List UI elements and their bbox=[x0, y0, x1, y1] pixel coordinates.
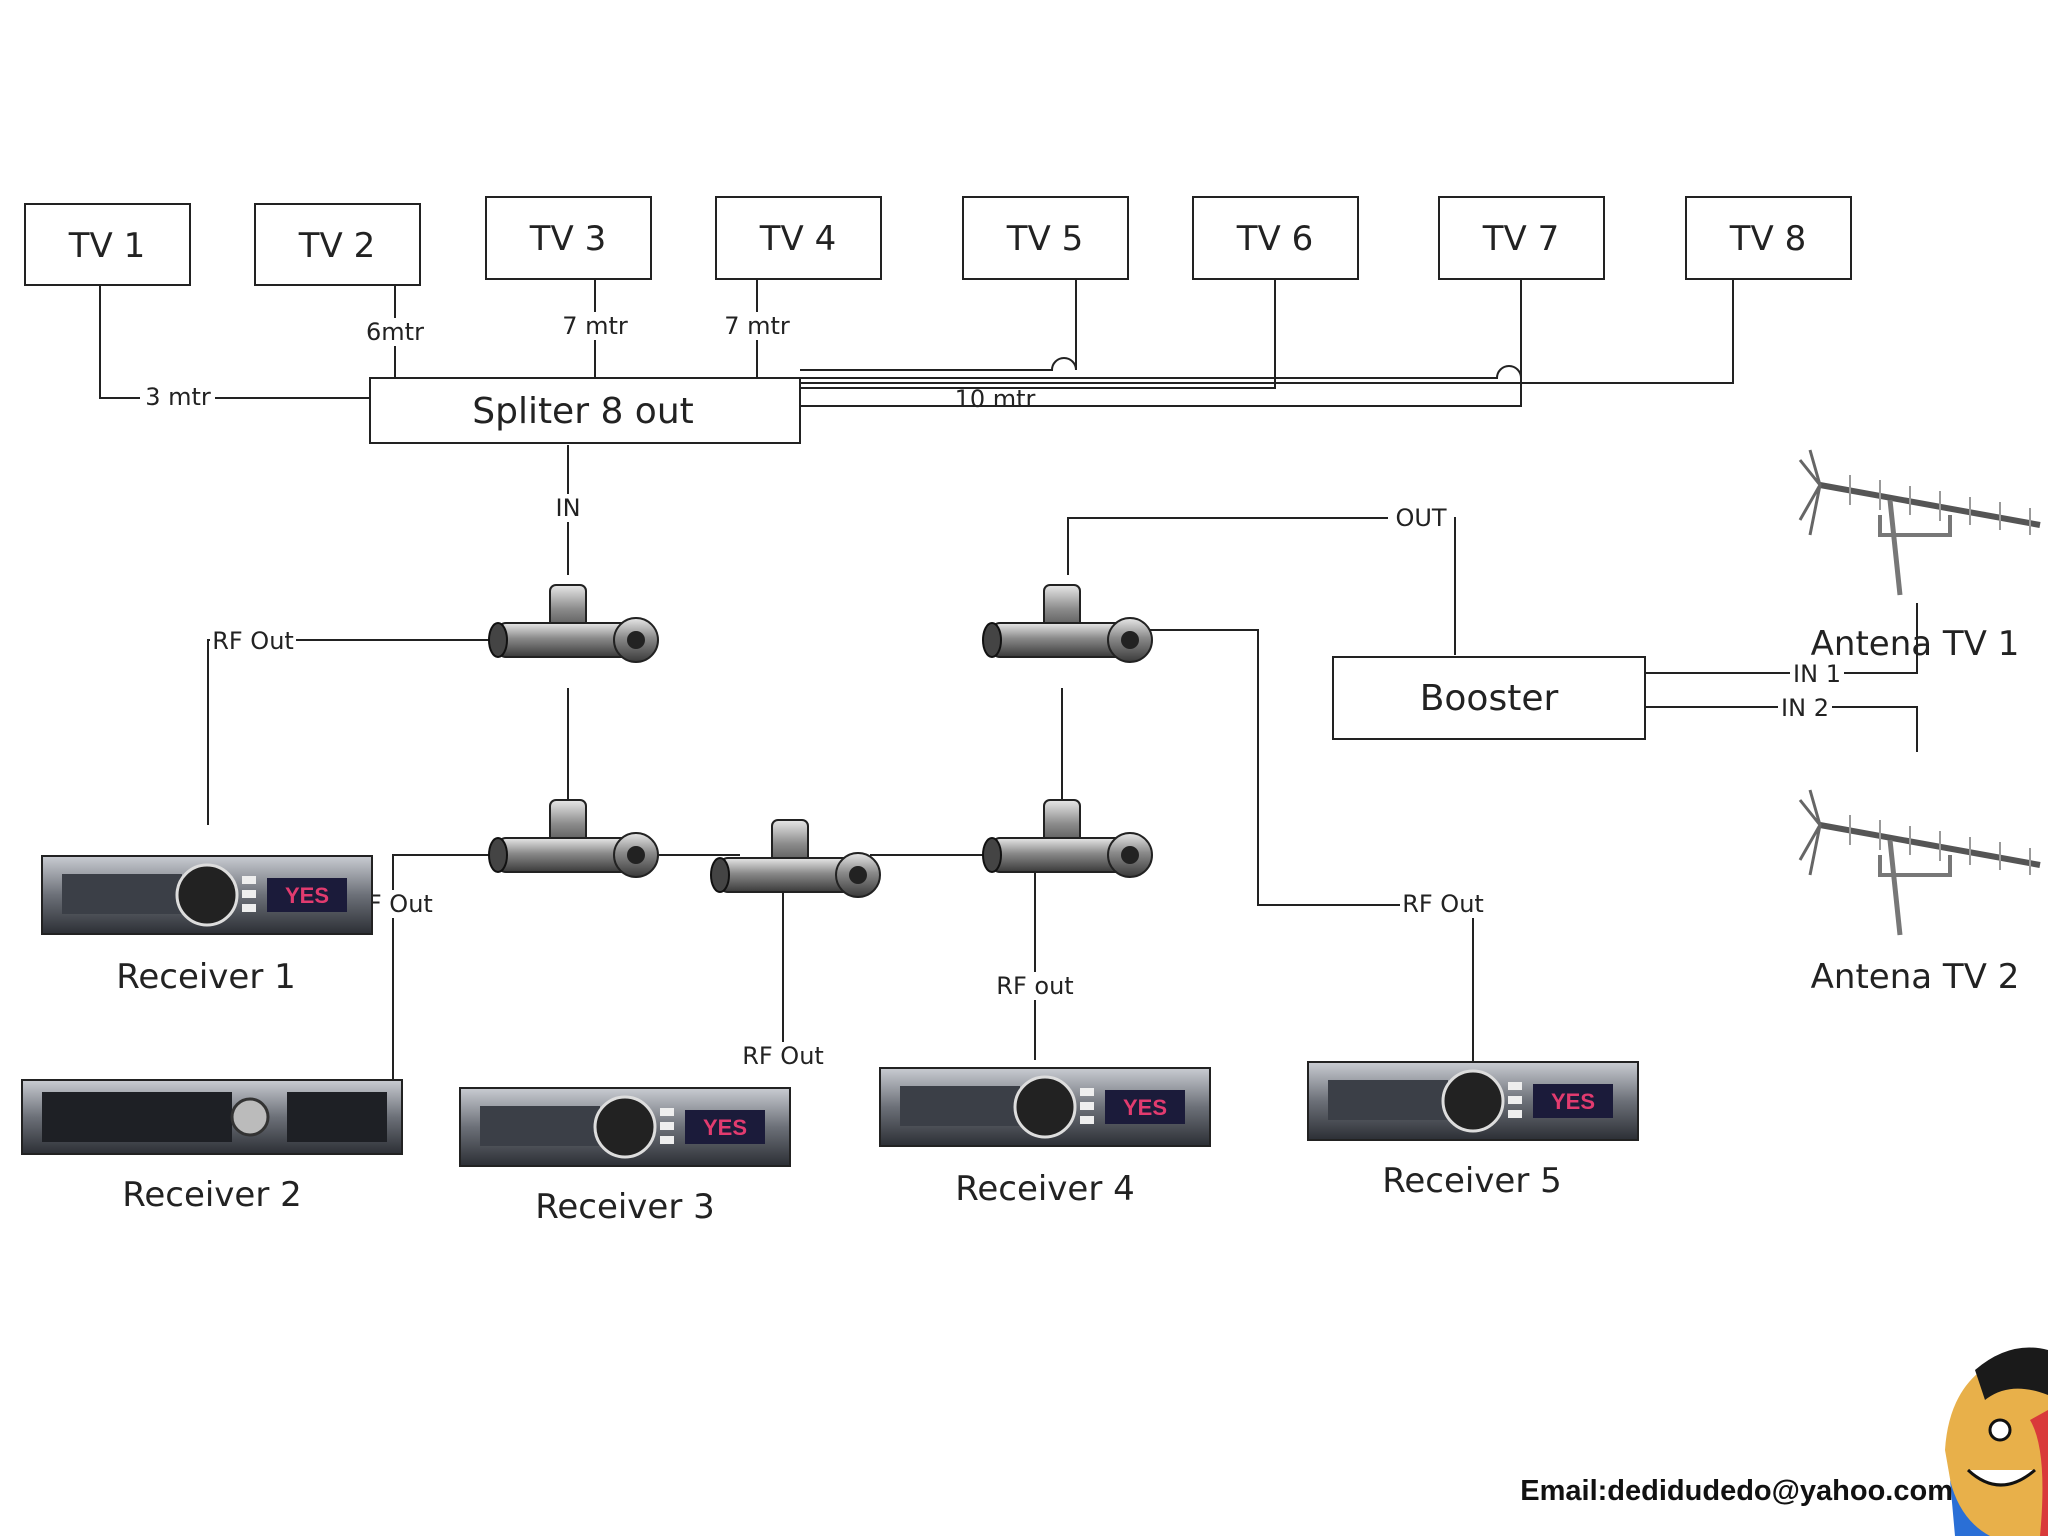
cable-label-in: IN bbox=[555, 494, 580, 522]
tv-box-5: TV 5 bbox=[962, 196, 1129, 280]
wires bbox=[99, 279, 1918, 1080]
t-connector-bottom-right bbox=[982, 799, 1153, 878]
receiver-device-3 bbox=[458, 1086, 792, 1168]
t-connector-bottom-left bbox=[488, 799, 659, 878]
receiver-label-2: Receiver 2 bbox=[122, 1175, 302, 1215]
t-connector-middle bbox=[710, 819, 881, 898]
svg-text:TV 6: TV 6 bbox=[1236, 219, 1313, 259]
svg-text:TV 2: TV 2 bbox=[298, 226, 375, 266]
receiver-device-2 bbox=[21, 1079, 403, 1155]
tv-box-8: TV 8 bbox=[1685, 196, 1852, 280]
cable-label-tv4: 7 mtr bbox=[724, 312, 790, 340]
tv-box-4: TV 4 bbox=[715, 196, 882, 280]
cable-label-far: 10 mtr bbox=[955, 385, 1036, 413]
svg-text:Spliter 8 out: Spliter 8 out bbox=[472, 391, 694, 432]
rf-label-receiver5: RF Out bbox=[1402, 890, 1484, 918]
rf-label-receiver3: RF Out bbox=[742, 1042, 824, 1070]
cable-label-tv1: 3 mtr bbox=[145, 383, 211, 411]
tv-box-7: TV 7 bbox=[1438, 196, 1605, 280]
svg-text:TV 4: TV 4 bbox=[759, 219, 836, 259]
receiver-device-4 bbox=[878, 1066, 1212, 1148]
svg-text:TV 7: TV 7 bbox=[1482, 219, 1559, 259]
tv-box-6: TV 6 bbox=[1192, 196, 1359, 280]
antenna-icon-2 bbox=[1800, 790, 2040, 935]
receiver-label-4: Receiver 4 bbox=[955, 1169, 1135, 1209]
antenna-icon-1 bbox=[1800, 450, 2040, 595]
avatar bbox=[1945, 1347, 2048, 1536]
tv-box-1: TV 1 bbox=[24, 203, 191, 286]
t-connector-top-right bbox=[982, 584, 1153, 663]
splitter-box: Spliter 8 out bbox=[369, 377, 801, 444]
rf-label-receiver1: RF Out bbox=[212, 627, 294, 655]
receiver-device-1 bbox=[40, 854, 374, 936]
svg-text:Booster: Booster bbox=[1420, 678, 1559, 719]
rf-label-receiver4: RF out bbox=[996, 972, 1073, 1000]
cable-label-in1: IN 1 bbox=[1793, 660, 1841, 688]
antenna-label-2: Antena TV 2 bbox=[1811, 957, 2020, 997]
booster-box: Booster bbox=[1332, 656, 1646, 740]
t-connector-top-left bbox=[488, 584, 659, 663]
tv-box-2: TV 2 bbox=[254, 203, 421, 286]
tv-box-3: TV 3 bbox=[485, 196, 652, 280]
svg-text:TV 1: TV 1 bbox=[68, 226, 145, 266]
cable-label-tv2: 6mtr bbox=[366, 318, 424, 346]
receiver-label-3: Receiver 3 bbox=[535, 1187, 715, 1227]
antenna-label-1: Antena TV 1 bbox=[1811, 624, 2020, 664]
cable-label-in2: IN 2 bbox=[1781, 694, 1829, 722]
receiver-device-5 bbox=[1306, 1060, 1640, 1142]
svg-text:TV 5: TV 5 bbox=[1006, 219, 1083, 259]
cable-label-out: OUT bbox=[1395, 504, 1446, 532]
receiver-label-1: Receiver 1 bbox=[116, 957, 296, 997]
footer-email: Email:dedidudedo@yahoo.com bbox=[1520, 1475, 1953, 1507]
receiver-label-5: Receiver 5 bbox=[1382, 1161, 1562, 1201]
svg-text:TV 3: TV 3 bbox=[529, 219, 606, 259]
cable-label-tv3: 7 mtr bbox=[562, 312, 628, 340]
svg-text:TV 8: TV 8 bbox=[1729, 219, 1806, 259]
